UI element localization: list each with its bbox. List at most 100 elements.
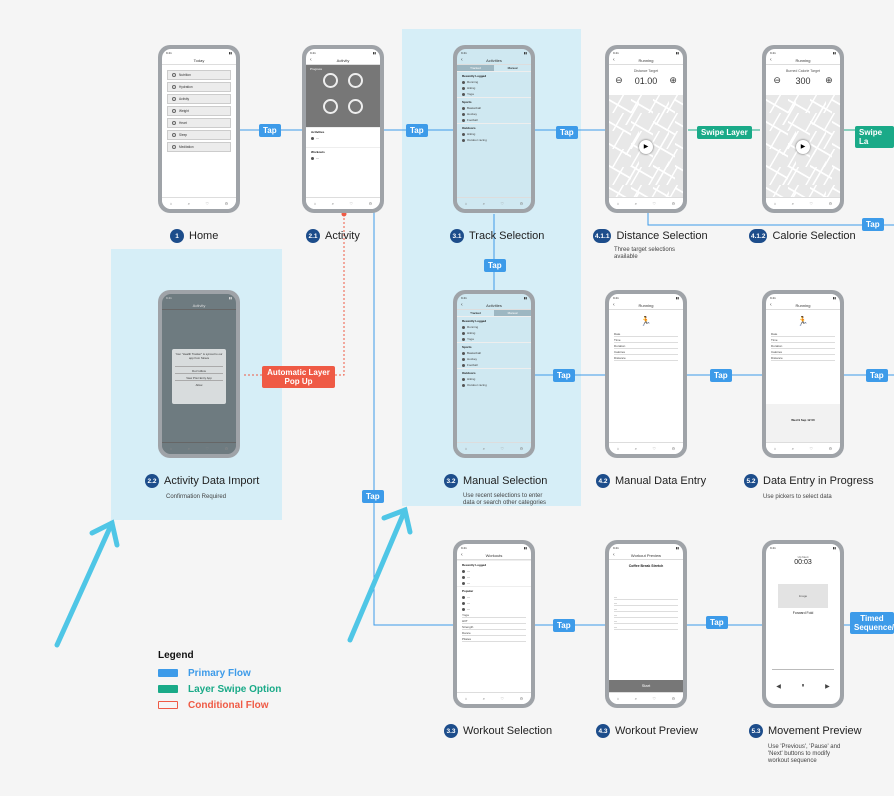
runner-icon: 🏃 [797, 316, 809, 326]
workout-row[interactable]: Yoga [462, 612, 526, 618]
tab-bar[interactable]: ⌂⌕♡⚙ [766, 197, 840, 209]
movement-image: Image [778, 584, 828, 608]
home-item-weight[interactable]: Weight [167, 106, 231, 116]
swipe-tag: Swipe Layer [697, 126, 752, 139]
list-item[interactable]: Yoga [467, 337, 474, 341]
home-phone: 9:41▮▮ Today Nutrition Hydration Activit… [158, 45, 240, 213]
duration-field[interactable]: Duration [614, 343, 678, 349]
list-item[interactable]: Hiking [467, 132, 476, 136]
runner-icon: 🏃 [640, 316, 652, 326]
calories-field[interactable]: Calories [771, 349, 835, 355]
list-item[interactable]: Yoga [467, 92, 474, 96]
previous-icon[interactable]: ◀ [776, 684, 781, 690]
tab-manual[interactable]: Manual [494, 310, 531, 316]
home-item-meditation[interactable]: Meditation [167, 142, 231, 152]
auto-popup-tag: Automatic Layer Pop Up [262, 366, 335, 388]
import-phone: 9:41▮▮ Activity Your "Health Tracker" is… [158, 290, 240, 458]
screen-name: Manual Selection [463, 475, 548, 487]
home-item-nutrition[interactable]: Nutrition [167, 70, 231, 80]
home-item-sleep[interactable]: Sleep [167, 130, 231, 140]
pause-icon[interactable]: ⏸ [801, 683, 805, 689]
list-item[interactable]: Running [467, 325, 479, 329]
tap-tag: Tap [862, 218, 884, 231]
menu-label: Sleep [179, 133, 188, 137]
list-item[interactable]: Basketball [467, 106, 481, 110]
list-item[interactable]: Outdoor racing [467, 383, 487, 387]
workouts-heading: Workouts [306, 147, 380, 155]
tap-tag: Tap [553, 619, 575, 632]
workout-row[interactable]: Dance [462, 630, 526, 636]
next-icon[interactable]: ▶ [825, 684, 830, 690]
tab-bar[interactable]: ⌂⌕♡⚙ [609, 197, 683, 209]
manual-sub: Use recent selections to enter data or s… [463, 493, 547, 506]
list-item[interactable]: Hiking [467, 377, 476, 381]
allow-button[interactable]: Allow [175, 380, 223, 387]
date-field[interactable]: Date [771, 331, 835, 337]
list-item[interactable]: Hockey [467, 112, 478, 116]
time-field[interactable]: Time [614, 337, 678, 343]
home-item-activity[interactable]: Activity [167, 94, 231, 104]
workout-row[interactable]: Pilates [462, 636, 526, 642]
calories-field[interactable]: Calories [614, 349, 678, 355]
date-picker[interactable]: Wed 9 Sep 12 00 [766, 404, 840, 442]
distance-field[interactable]: Distance [771, 355, 835, 361]
sync-dialog: Your "Health Tracker" is synced to our a… [172, 349, 226, 404]
list-item[interactable]: Hockey [467, 357, 478, 361]
tab-bar[interactable]: ⌂⌕♡⚙ [457, 197, 531, 209]
outdoors-heading: Outdoors [457, 368, 531, 376]
distance-field[interactable]: Distance [614, 355, 678, 361]
tab-manual[interactable]: Manual [507, 66, 518, 70]
step-badge: 2.1 [306, 229, 320, 243]
legend-swatch [158, 701, 178, 709]
step-badge: 2.2 [145, 474, 159, 488]
map-view: ▶ [766, 95, 840, 197]
list-item[interactable]: Basketball [467, 351, 481, 355]
plus-icon[interactable]: ⊕ [669, 75, 677, 85]
minus-icon[interactable]: ⊖ [773, 75, 781, 85]
time-field[interactable]: Time [771, 337, 835, 343]
tab-bar[interactable]: ⌂⌕♡⚙ [306, 197, 380, 209]
screen-name: Activity Data Import [164, 475, 260, 487]
list-item[interactable]: Football [467, 118, 478, 122]
sports-heading: Sports [457, 342, 531, 350]
tab-bar[interactable]: ⌂⌕♡⚙ [609, 692, 683, 704]
list-item[interactable]: Running [467, 80, 479, 84]
view-prior-button[interactable]: View Prior Entry App [175, 373, 223, 380]
minus-icon[interactable]: ⊖ [615, 75, 623, 85]
start-button[interactable]: Start [609, 680, 683, 692]
workout-row[interactable]: Strength [462, 624, 526, 630]
home-item-heart[interactable]: Heart [167, 118, 231, 128]
step-badge: 4.3 [596, 724, 610, 738]
step-badge: 3.3 [444, 724, 458, 738]
menu-label: Weight [179, 109, 189, 113]
tab-tracked[interactable]: Tracked [457, 65, 494, 71]
list-item[interactable]: Hiking [467, 331, 476, 335]
legend-label: Primary Flow [188, 667, 251, 679]
workout-row[interactable]: HIIT [462, 618, 526, 624]
home-item-hydration[interactable]: Hydration [167, 82, 231, 92]
tap-tag: Tap [556, 126, 578, 139]
tab-bar[interactable]: ⌂⌕♡⚙ [609, 442, 683, 454]
duration-field[interactable]: Duration [771, 343, 835, 349]
activity-phone-title: Activity [336, 58, 350, 63]
dont-allow-button[interactable]: Don't Allow [175, 366, 223, 373]
list-item[interactable]: Outdoor racing [467, 138, 487, 142]
sports-heading: Sports [457, 97, 531, 105]
tab-bar[interactable]: ⌂⌕♡⚙ [162, 197, 236, 209]
tab-bar[interactable]: ⌂⌕♡⚙ [457, 692, 531, 704]
list-item[interactable]: Football [467, 363, 478, 367]
tab-bar[interactable]: ⌂⌕♡⚙ [766, 442, 840, 454]
map-view: ▶ [609, 95, 683, 197]
list-item[interactable]: Hiking [467, 86, 476, 90]
play-icon[interactable]: ▶ [796, 140, 810, 154]
menu-label: Meditation [179, 145, 194, 149]
tab-tracked[interactable]: Tracked [470, 311, 481, 315]
tab-bar[interactable]: ⌂⌕♡⚙ [162, 442, 236, 454]
activity-phone: 9:41▮▮ ‹Activity Progress Activities — W… [302, 45, 384, 213]
tab-bar[interactable]: ⌂⌕♡⚙ [457, 442, 531, 454]
date-field[interactable]: Date [614, 331, 678, 337]
play-icon[interactable]: ▶ [639, 140, 653, 154]
plus-icon[interactable]: ⊕ [825, 75, 833, 85]
step-badge: 4.1.2 [749, 229, 768, 243]
